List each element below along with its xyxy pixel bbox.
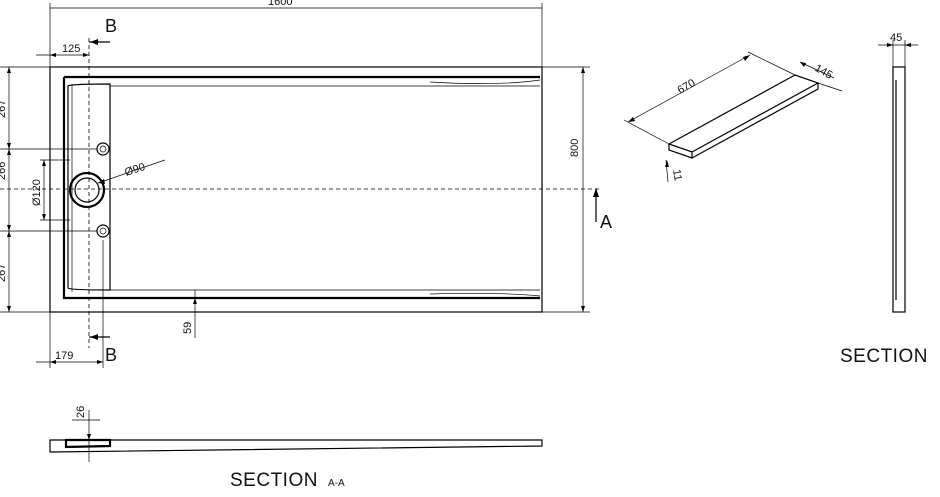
dim-drain-120: Ø120	[31, 179, 43, 206]
section-a-view: 26 SECTION A-A	[49, 406, 543, 491]
tray-basin	[62, 75, 540, 300]
dim-grate-width: 145	[813, 62, 835, 82]
screw-bottom	[96, 224, 110, 238]
dim-grate-length: 670	[676, 77, 698, 97]
drain-inner	[74, 177, 100, 203]
dim-drain-90: Ø90	[123, 161, 146, 179]
section-a-suffix: A-A	[328, 478, 345, 489]
screw-top	[96, 142, 110, 156]
dim-section-a-26: 26	[75, 406, 87, 418]
dim-grate-thickness: 11	[670, 168, 684, 181]
section-a-label: A	[600, 212, 612, 232]
dim-section-b-45: 45	[890, 32, 902, 44]
grate-isometric: 670 145 11	[623, 51, 843, 183]
section-a-title: SECTION	[230, 470, 318, 491]
dim-266: 266	[0, 162, 8, 180]
dim-59: 59	[182, 322, 194, 334]
tray-outline	[49, 66, 543, 313]
dim-width: 800	[569, 139, 581, 157]
section-b-title: SECTION	[840, 346, 928, 367]
dim-267-top: 267	[0, 100, 8, 118]
section-b-label-bottom: B	[105, 345, 117, 365]
drain-outer	[68, 171, 106, 209]
dim-267-bottom: 267	[0, 264, 8, 282]
dim-length: 1600	[268, 0, 292, 8]
section-b-label-top: B	[105, 16, 117, 36]
section-b-view: 45 SECTION	[840, 32, 928, 367]
plan-view: 1600 125 B B 179 59 800 A	[0, 0, 612, 368]
dim-179: 179	[55, 350, 73, 362]
dim-125: 125	[62, 43, 80, 55]
